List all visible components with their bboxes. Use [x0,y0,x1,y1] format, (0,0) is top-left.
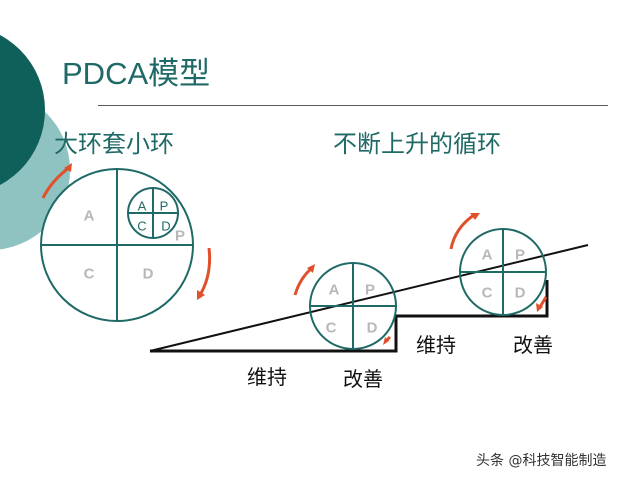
decor-circle-dark [0,35,45,185]
incline-line [149,244,589,352]
step-path [150,280,549,353]
quadrant-a: A [84,208,95,225]
rotate-arrow-icon [293,266,313,296]
ring1-quadrant-c: C [326,320,337,337]
ring1-quadrant-d: D [367,320,378,337]
rising-ring-2 [459,228,547,316]
rising-ring-1 [309,262,397,350]
ring2-quadrant-p: P [515,247,525,264]
rotate-arrow-icon [449,213,475,250]
arrow-head-icon [470,213,480,220]
quadrant-c: C [84,266,95,283]
title-divider [98,105,608,106]
big-pdca-ring [40,168,194,322]
arrow-head-icon [307,264,315,273]
ring1-quadrant-p: P [365,282,375,299]
quadrant-d: D [143,266,154,283]
label-improve-2: 改善 [513,333,553,357]
ring1-quadrant-a: A [329,282,340,299]
watermark: 头条 @科技智能制造 [476,453,607,469]
ring2-quadrant-d: D [515,285,526,302]
label-improve-1: 改善 [343,367,383,391]
rotate-arrow-icon [198,247,212,296]
arrow-head-icon [197,290,205,300]
arrow-head-icon [64,163,72,172]
inner-quadrant-d: D [161,219,170,234]
ring2-quadrant-a: A [482,247,493,264]
slide-title: PDCA模型 [62,56,211,91]
left-heading: 大环套小环 [54,130,174,158]
inner-quadrant-p: P [160,199,169,214]
ring2-quadrant-c: C [482,285,493,302]
label-maintain-1: 维持 [247,365,287,389]
right-heading: 不断上升的循环 [333,130,501,158]
inner-quadrant-c: C [137,219,146,234]
inner-quadrant-a: A [138,199,147,214]
quadrant-p: P [175,228,185,245]
label-maintain-2: 维持 [416,333,456,357]
arrow-head-icon [536,303,543,312]
